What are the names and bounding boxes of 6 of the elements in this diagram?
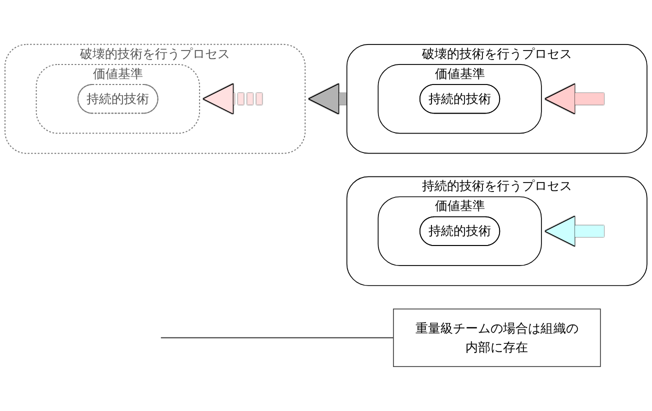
arrow	[544, 83, 604, 114]
arrow	[308, 83, 347, 114]
arrow	[544, 216, 604, 247]
connector	[160, 337, 394, 338]
node-box: 重量級チームの場合は組織の内部に存在	[393, 308, 601, 367]
arrow	[202, 83, 262, 114]
